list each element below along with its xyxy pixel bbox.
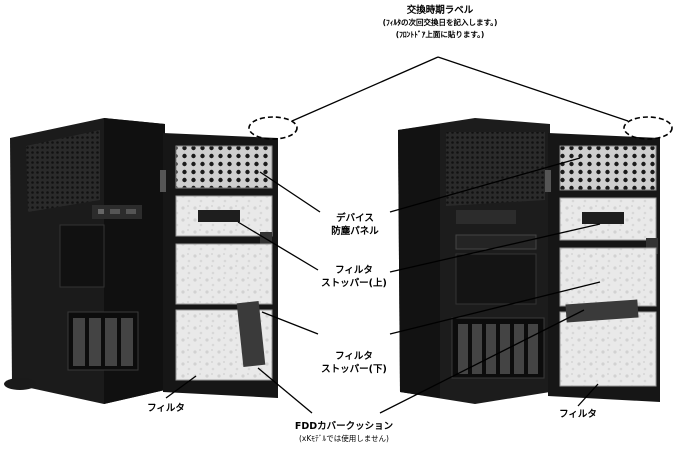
right-door-hinge	[545, 170, 551, 192]
fdd-cover-cushion-note: (xKﾓﾃﾞﾙでは使用しません)	[299, 434, 389, 443]
left-power-button	[98, 209, 104, 214]
leader-line	[291, 56, 439, 122]
device-dust-panel-callout: デバイス 防塵パネル	[318, 212, 392, 238]
filter-left-label: フィルタ	[147, 403, 185, 414]
left-filter-stopper-upper	[198, 210, 240, 222]
fdd-cover-cushion-callout: FDDカバークッション (xKﾓﾃﾞﾙでは使用しません)	[286, 420, 402, 445]
left-door-hinge	[160, 170, 166, 192]
device-dust-panel-line-2: 防塵パネル	[331, 226, 379, 237]
leader-line	[259, 171, 321, 213]
left-base-foot	[4, 378, 36, 390]
right-filter-lower	[559, 311, 657, 387]
filter-stopper-upper-line-2: ストッパー(上)	[321, 278, 387, 289]
label-location-ellipse-right	[623, 116, 673, 140]
right-hdd-tray	[528, 324, 538, 374]
leader-line	[165, 375, 197, 399]
filter-stopper-lower-line-2: ストッパー(下)	[321, 364, 387, 375]
replacement-label-note-1: (ﾌｨﾙﾀの次回交換日を記入します。)	[382, 18, 498, 27]
right-hdd-tray	[486, 324, 496, 374]
right-hdd-tray	[500, 324, 510, 374]
leader-line	[577, 383, 599, 407]
leader-line	[257, 367, 313, 414]
fdd-cover-cushion-title: FDDカバークッション	[294, 421, 394, 432]
leader-line	[389, 281, 601, 335]
left-hdd-tray	[105, 318, 117, 366]
leader-line	[379, 309, 585, 414]
filter-right-label: フィルタ	[559, 409, 597, 420]
right-control-panel	[456, 210, 516, 224]
leader-line	[261, 311, 319, 335]
left-hdd-tray	[73, 318, 85, 366]
right-hdd-tray	[472, 324, 482, 374]
replacement-label-callout: 交換時期ラベル (ﾌｨﾙﾀの次回交換日を記入します。) (ﾌﾛﾝﾄﾄﾞｱ上面に貼…	[360, 4, 520, 41]
left-usb-port	[126, 209, 136, 214]
right-filter-stopper-lower	[565, 299, 639, 323]
left-filter-middle	[175, 243, 273, 305]
right-filter-middle	[559, 247, 657, 307]
left-usb-port	[110, 209, 120, 214]
filter-stopper-lower-line-1: フィルタ	[335, 351, 373, 362]
left-server	[4, 118, 278, 404]
right-drive-bay	[455, 253, 537, 305]
right-filter-stopper-upper	[582, 212, 624, 224]
right-hdd-tray	[458, 324, 468, 374]
leader-line	[389, 223, 601, 273]
left-filter-stopper-lower	[236, 301, 266, 367]
right-hdd-tray	[514, 324, 524, 374]
label-location-ellipse-left	[248, 116, 298, 140]
device-dust-panel-line-1: デバイス	[336, 213, 374, 224]
filter-stopper-upper-line-1: フィルタ	[335, 265, 373, 276]
left-drive-bay	[59, 224, 105, 288]
replacement-label-title: 交換時期ラベル	[406, 5, 474, 16]
filter-stopper-lower-callout: フィルタ ストッパー(下)	[312, 350, 396, 376]
right-server	[398, 118, 660, 404]
left-hdd-tray	[89, 318, 101, 366]
right-top-vent	[446, 132, 545, 206]
left-top-vent	[26, 130, 100, 212]
replacement-label-note-2: (ﾌﾛﾝﾄﾄﾞｱ上面に貼ります。)	[395, 30, 485, 39]
left-device-dust-panel	[175, 145, 273, 189]
leader-line	[437, 56, 629, 122]
right-optical-drive	[455, 234, 537, 250]
right-tower-side	[398, 124, 440, 398]
right-device-dust-panel	[559, 145, 657, 191]
leader-line	[389, 157, 581, 213]
left-hdd-tray	[121, 318, 133, 366]
filter-stopper-upper-callout: フィルタ ストッパー(上)	[312, 264, 396, 290]
leader-line	[237, 221, 319, 271]
leader-lines	[165, 56, 629, 414]
